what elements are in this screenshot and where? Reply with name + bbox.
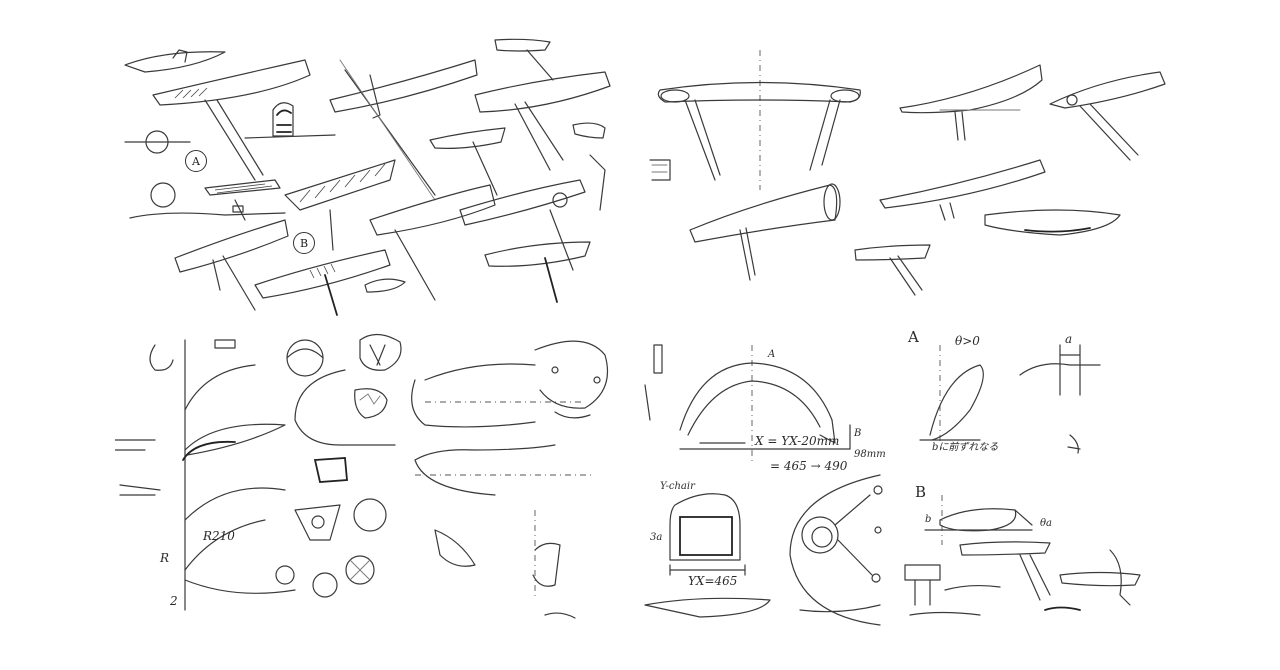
hatched-seat — [284, 159, 396, 211]
label-formula-x: X = YX-20mm — [755, 434, 840, 448]
sketch-sheet-top-right — [640, 20, 1170, 320]
bottom-right-sketches — [644, 344, 1141, 626]
y-chair-back — [669, 493, 741, 561]
label-two: 2 — [170, 594, 178, 608]
sketch-sheet-top-left: A B — [105, 20, 615, 320]
sketch-sheet-bottom-right: A B X = YX-20mm 98mm = 465 → 490 Y-chair… — [640, 325, 1200, 645]
label-section-b: B — [915, 483, 927, 501]
label-point-b: B — [854, 428, 862, 439]
seat-sketch — [124, 51, 226, 73]
label-theta-cond: θ>0 — [955, 334, 980, 348]
bottom-left-sketches — [115, 333, 609, 619]
label-values: = 465 → 490 — [770, 459, 848, 473]
label-theta-a: θa — [1040, 518, 1052, 529]
label-r: R — [160, 551, 170, 565]
marker-b: B — [293, 232, 315, 254]
front-seat — [657, 81, 861, 103]
label-a-small: a — [1065, 332, 1073, 346]
label-y-chair: Y-chair — [660, 481, 695, 492]
top-left-sketches — [124, 38, 611, 316]
label-r210: R210 — [203, 529, 235, 543]
top-right-sketches — [649, 50, 1166, 296]
sketch-sheet-bottom-left: R210 R 2 — [115, 330, 615, 640]
label-dim-98: 98mm — [854, 449, 886, 460]
label-jp-note: bに前ずれなる — [932, 442, 999, 453]
marker-a: A — [185, 150, 207, 172]
label-section-a: A — [908, 328, 919, 346]
seat-sketch — [152, 59, 311, 106]
label-y-dim: YX=465 — [688, 574, 738, 588]
label-b-small: b — [925, 514, 932, 525]
label-point-a: A — [768, 349, 776, 360]
label-dim-left: 3a — [650, 532, 663, 543]
seat-arch — [679, 362, 833, 431]
